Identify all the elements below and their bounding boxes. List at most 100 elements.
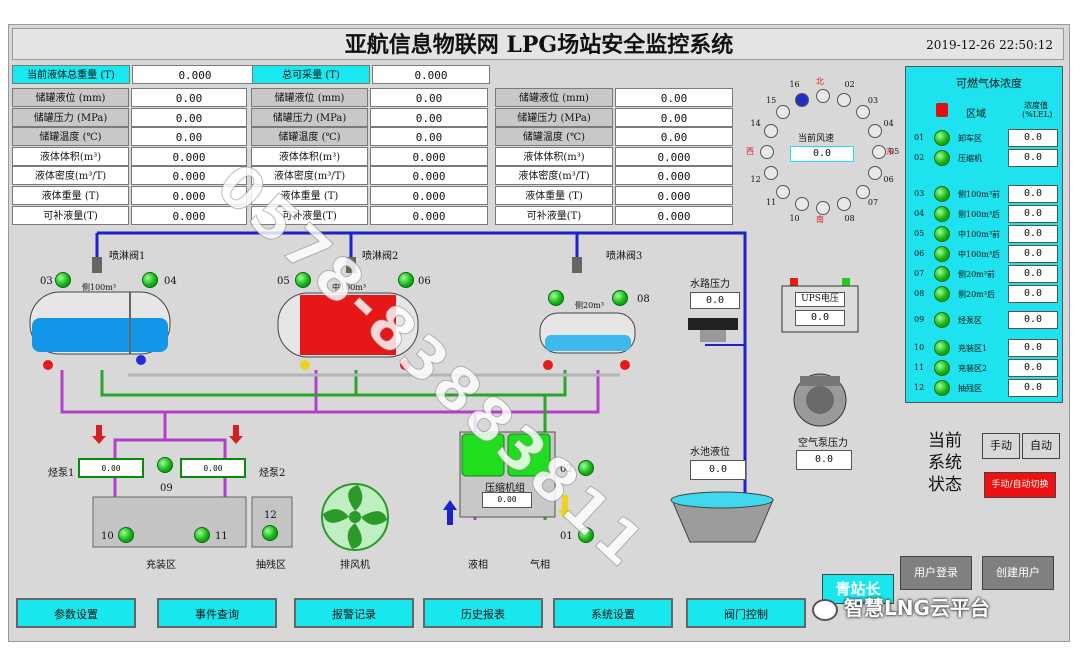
wind-direction-node (764, 123, 779, 138)
wind-direction-node (776, 184, 791, 199)
water-pressure-transmitter (688, 318, 738, 330)
tank-param-row: 液体重量 (T)0.000 (251, 186, 488, 205)
create-user-button[interactable]: 创建用户 (982, 556, 1054, 590)
tank-param-value: 0.000 (615, 166, 733, 186)
gas-sensor-led (934, 150, 950, 166)
wind-direction-node (794, 196, 809, 211)
wind-direction-east: 东 (886, 147, 894, 156)
gas-row-value: 0.0 (1008, 285, 1058, 303)
tank-param-value: 0.000 (615, 205, 733, 225)
wind-node-number: 06 (883, 174, 894, 184)
tank1-name: 侧100m³ (82, 283, 117, 292)
total-available-label: 总可采量 (T) (252, 65, 370, 84)
tank-param-row: 储罐压力 (MPa)0.00 (251, 107, 488, 127)
gas-row-value: 0.0 (1008, 225, 1058, 243)
auto-mode-button[interactable]: 自动 (1022, 433, 1060, 459)
tank-param-value: 0.00 (131, 107, 247, 127)
spray-valve-3-label: 喷淋阀3 (606, 251, 643, 262)
gas-row-id: 12 (914, 383, 925, 392)
tank-param-value: 0.00 (370, 107, 488, 127)
spray-valve-3 (572, 257, 582, 273)
liquid-pipe-main (60, 370, 600, 414)
tank-param-row: 液体体积(m³)0.000 (495, 146, 733, 166)
tank3-name: 侧20m³ (575, 301, 604, 310)
water-level-value: 0.0 (690, 460, 746, 480)
tank-param-row: 储罐压力 (MPa)0.00 (495, 107, 733, 127)
gas-row-area: 侧100m³后 (958, 210, 1001, 219)
spray-valve-1-label: 喷淋阀1 (109, 251, 146, 262)
wind-direction-south: 南 (816, 215, 824, 224)
tank-param-label: 储罐温度 (℃) (495, 127, 613, 147)
gas-row-area: 充装区2 (958, 364, 988, 373)
gas-sensor-led (934, 206, 950, 222)
sensor-led-02 (578, 460, 594, 476)
wind-direction-node (855, 184, 870, 199)
tank-param-row: 液体密度(m³/T)0.000 (495, 166, 733, 186)
tank-param-value: 0.000 (131, 205, 247, 225)
nav-alarm-records[interactable]: 报警记录 (294, 598, 414, 628)
air-pump-graphic (793, 373, 847, 427)
gas-row-value: 0.0 (1008, 339, 1058, 357)
sensor-led-05 (295, 272, 311, 288)
manual-mode-button[interactable]: 手动 (982, 433, 1020, 459)
tank-param-row: 储罐温度 (℃)0.00 (495, 127, 733, 147)
wind-direction-node (867, 123, 882, 138)
tank-param-label: 储罐液位 (mm) (495, 88, 613, 107)
gas-phase-label: 气相 (530, 560, 550, 571)
tank-param-label: 可补液量(T) (12, 205, 129, 225)
gas-row-area: 抽残区 (958, 384, 982, 393)
wind-node-number: 15 (766, 96, 777, 106)
total-available-value: 0.000 (372, 65, 490, 84)
liquid-phase-arrow (443, 500, 457, 525)
tank-param-value: 0.000 (615, 186, 733, 205)
nav-history-report[interactable]: 历史报表 (423, 598, 543, 628)
wind-direction-node (794, 93, 809, 108)
tank-param-value: 0.00 (131, 88, 247, 107)
ups-terminal-green (842, 278, 850, 288)
tank-param-row: 储罐压力 (MPa)0.00 (12, 107, 247, 127)
nav-param-settings[interactable]: 参数设置 (16, 598, 136, 628)
tank-param-label: 液体体积(m³) (251, 146, 368, 166)
tank-side-100 (29, 291, 171, 355)
gas-row-value: 0.0 (1008, 129, 1058, 147)
nav-system-settings[interactable]: 系统设置 (553, 598, 673, 628)
gas-row-id: 08 (914, 289, 925, 298)
user-login-button[interactable]: 用户登录 (900, 556, 972, 590)
nav-valve-control[interactable]: 阀门控制 (686, 598, 806, 628)
wechat-icon (812, 598, 838, 621)
inflow-arrow-2 (229, 425, 243, 444)
tank-param-row: 可补液量(T)0.000 (495, 205, 733, 225)
tank3-drain-valve (543, 360, 553, 370)
tank2-name: 中100m³ (332, 283, 367, 292)
system-state-label: 当前系统状态 (928, 431, 962, 495)
wind-node-number: 16 (789, 80, 800, 90)
tank-param-row: 可补液量(T)0.000 (251, 205, 488, 225)
tank3-bottom-valve (620, 360, 630, 370)
ups-label: UPS电压 (795, 292, 845, 307)
gas-row-id: 06 (914, 249, 925, 258)
tank-param-row: 液体重量 (T)0.000 (495, 186, 733, 205)
gas-sensor-led (934, 246, 950, 262)
tank-param-row: 储罐液位 (mm)0.00 (251, 88, 488, 107)
gas-row-id: 03 (914, 189, 925, 198)
tank-param-label: 液体重量 (T) (251, 186, 368, 205)
wind-node-number: 04 (883, 119, 894, 129)
nav-event-query[interactable]: 事件查询 (157, 598, 277, 628)
manual-auto-switch-button[interactable]: 手动/自动切换 (984, 472, 1056, 498)
filling-area-block (92, 496, 247, 548)
total-weight-label: 当前液体总重量 (T) (12, 65, 130, 84)
tank-param-value: 0.00 (370, 88, 488, 107)
wind-node-number: 02 (844, 80, 855, 90)
pump1-value: 0.00 (78, 458, 144, 478)
exhaust-fan-graphic (321, 483, 389, 551)
gas-row-id: 09 (914, 315, 925, 324)
tank-param-label: 液体密度(m³/T) (251, 166, 368, 186)
gas-sensor-led (934, 226, 950, 242)
tank-param-value: 0.000 (131, 186, 247, 205)
tank-param-row: 储罐温度 (℃)0.00 (251, 127, 488, 147)
sensor-id-03: 03 (40, 276, 53, 287)
